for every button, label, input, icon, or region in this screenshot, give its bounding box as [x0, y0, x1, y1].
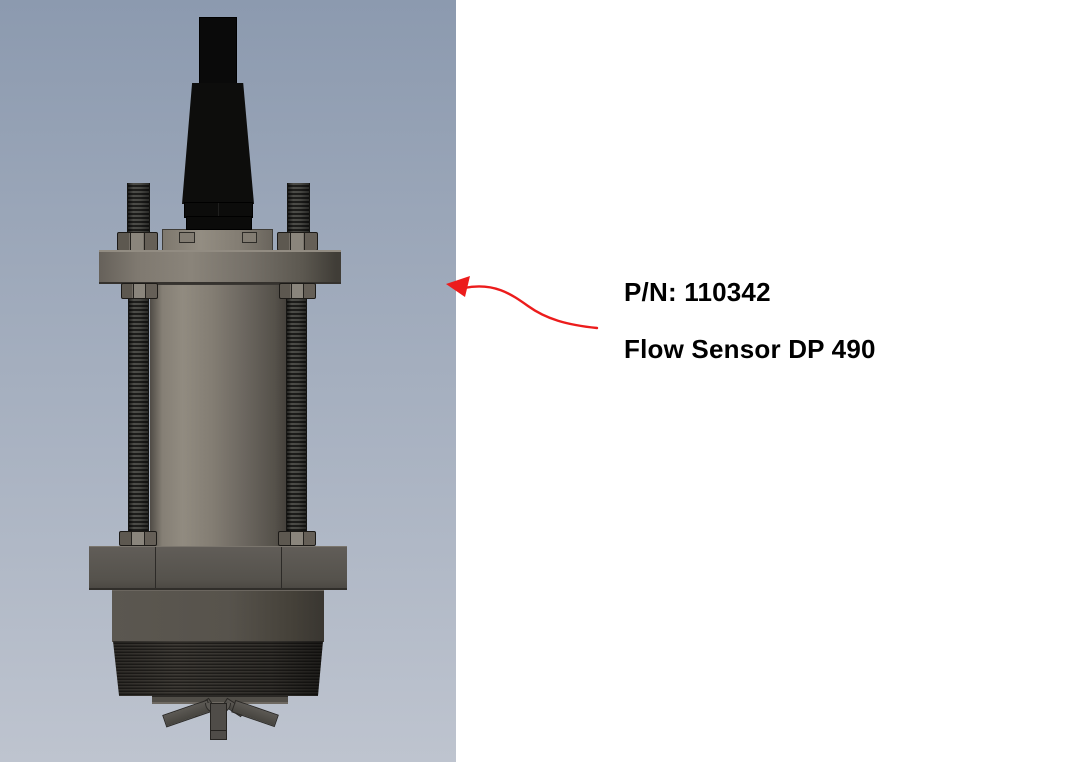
threaded-stud-lower-left [128, 299, 149, 532]
render-background [0, 0, 456, 762]
flange-seam-right [281, 547, 282, 588]
threaded-stud-upper-right [287, 183, 310, 233]
top-mounting-flange [99, 250, 341, 284]
cap-notch-right [242, 232, 257, 243]
cable-connector [199, 17, 237, 85]
cap-notch-left [179, 232, 195, 243]
cable-strain-relief-boot [182, 83, 254, 204]
boot-base-band [186, 216, 252, 230]
hex-nut-bottom-left [119, 531, 157, 546]
paddle-stem [210, 703, 227, 740]
bottom-mounting-flange [89, 546, 347, 590]
sensor-top-cap [162, 229, 273, 251]
hex-nut-top-left [117, 232, 158, 251]
part-name-label: Flow Sensor DP 490 [624, 334, 876, 364]
stem-joint-line [211, 730, 226, 731]
part-number-label: P/N: 110342 [624, 277, 771, 307]
callout-arrow-line [462, 285, 599, 330]
sensor-body-cylinder [150, 284, 286, 546]
hex-nut-top-right [277, 232, 318, 251]
flange-seam-left [155, 547, 156, 588]
boot-seam-line [218, 203, 219, 217]
hex-nut-under-flange-right [279, 283, 316, 299]
lower-housing [112, 590, 324, 642]
hex-nut-bottom-right [278, 531, 316, 546]
hex-nut-under-flange-left [121, 283, 158, 299]
threaded-process-connection [113, 641, 323, 696]
threaded-stud-upper-left [127, 183, 150, 233]
threaded-stud-lower-right [286, 299, 307, 532]
